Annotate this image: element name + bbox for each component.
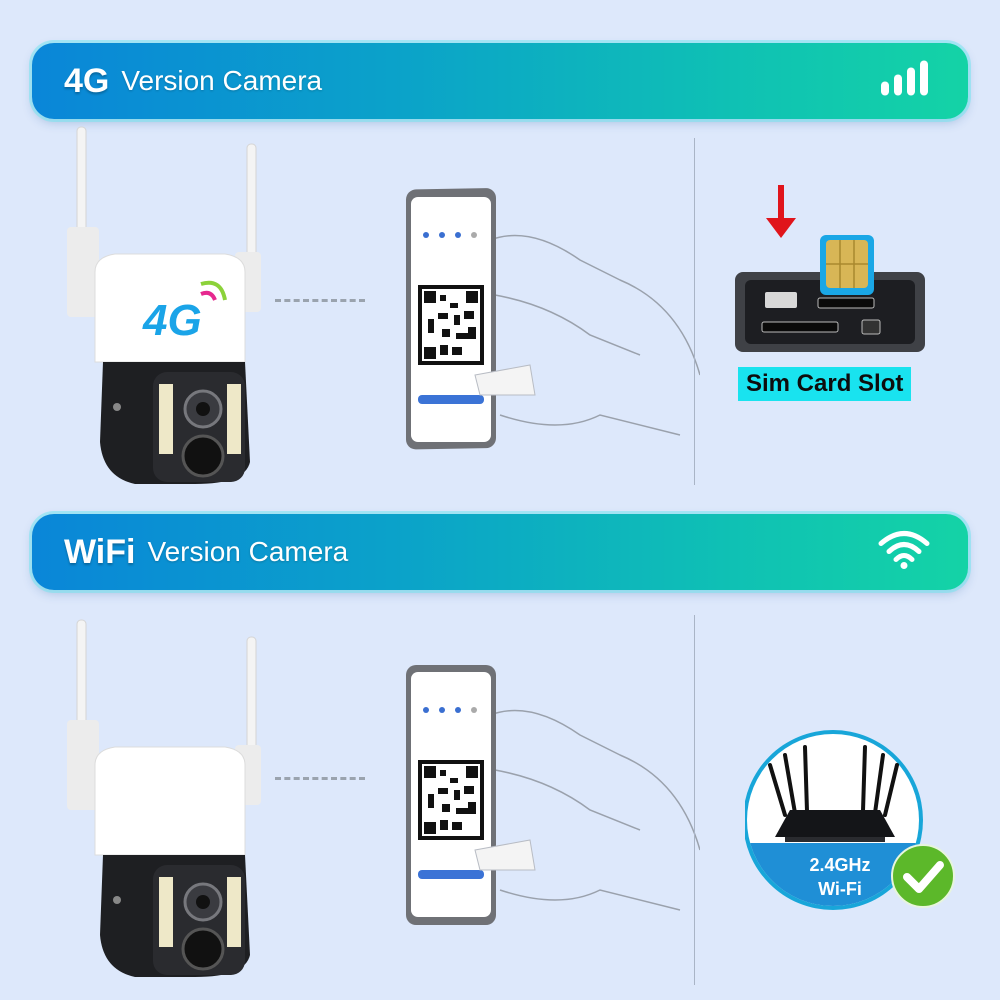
banner-title-strong: 4G <box>64 61 110 100</box>
camera-4g-badge: 4G <box>142 296 202 345</box>
connector-dashes <box>275 299 365 302</box>
phone-scan-qr-illustration <box>380 185 701 465</box>
banner-title-rest: Version Camera <box>121 65 323 96</box>
banner-title-strong: WiFi <box>64 532 136 571</box>
banner-wifi-version: WiFi Version Camera <box>32 514 968 590</box>
router-band-line1: 2.4GHz <box>809 855 871 875</box>
sim-card-slot-label: Sim Card Slot <box>738 367 912 401</box>
signal-bars-icon <box>880 60 930 103</box>
section-divider <box>694 615 695 985</box>
connector-dashes <box>275 777 365 780</box>
section-divider <box>694 138 695 485</box>
router-2-4ghz-badge <box>743 725 960 915</box>
router-band-line2: Wi-Fi <box>818 879 862 899</box>
camera-wifi-image <box>55 615 265 985</box>
sim-card-slot-image <box>730 180 940 410</box>
wifi-icon <box>878 530 930 575</box>
router-band-label: 2.4GHz Wi-Fi <box>790 853 890 901</box>
phone-scan-qr-illustration <box>380 660 701 940</box>
banner-4g-version: 4G Version Camera <box>32 43 968 119</box>
banner-title-rest: Version Camera <box>147 536 349 567</box>
checkmark-icon <box>890 843 956 909</box>
camera-4g-image: 4G <box>55 122 265 492</box>
